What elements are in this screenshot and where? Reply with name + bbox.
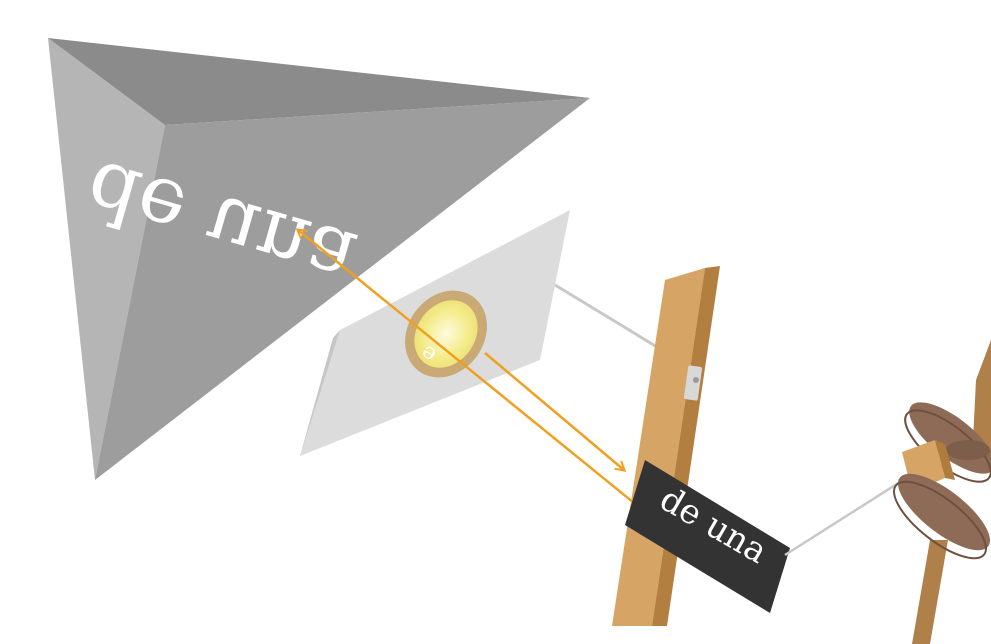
stand-rod-lower: [912, 540, 948, 644]
lens-glow: [414, 300, 478, 368]
clamp-collar: [946, 440, 990, 460]
prism-top-face: [48, 38, 590, 125]
post-clip: [683, 365, 703, 401]
clamp-bottom-jaw: [898, 473, 990, 551]
sign-board: [625, 460, 790, 613]
screen-panel: e: [300, 210, 570, 456]
prism: de una: [48, 38, 590, 480]
stand-rod-upper: [972, 340, 991, 460]
support-wire-lower: [784, 480, 901, 557]
clamp-bottom-jaw-edge: [893, 480, 987, 560]
clamp-stand: [893, 340, 991, 644]
prism-front-face: [95, 98, 590, 480]
post-face: [612, 268, 705, 626]
ray-to-prism: [298, 230, 656, 521]
light-rays: [298, 230, 656, 521]
ray-to-sign: [484, 352, 624, 470]
clamp-block-side: [935, 440, 955, 480]
post-clip-screw: [693, 377, 699, 383]
prism-left-face: [48, 38, 165, 480]
